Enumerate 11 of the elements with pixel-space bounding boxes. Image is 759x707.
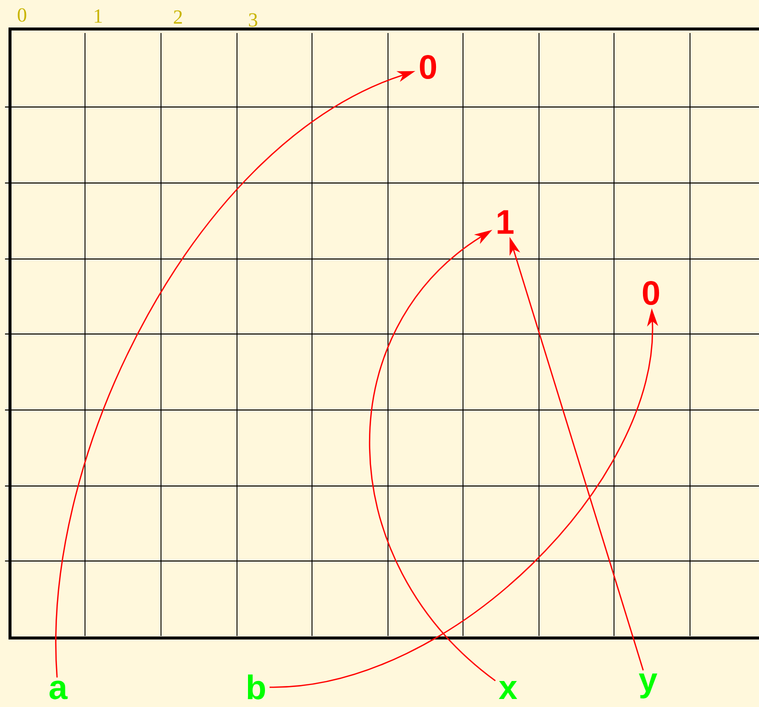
column-number: 3 xyxy=(248,13,258,27)
node-label: 1 xyxy=(498,210,514,234)
node-label: 0 xyxy=(420,54,436,80)
column-number: 0 xyxy=(18,8,26,22)
column-number: 2 xyxy=(174,10,182,24)
node-label: b xyxy=(248,674,265,700)
node-label: x xyxy=(498,681,518,699)
node-label: y xyxy=(638,674,658,699)
node-label: a xyxy=(50,680,68,700)
column-number: 1 xyxy=(94,9,102,23)
node-label: 0 xyxy=(642,280,660,306)
